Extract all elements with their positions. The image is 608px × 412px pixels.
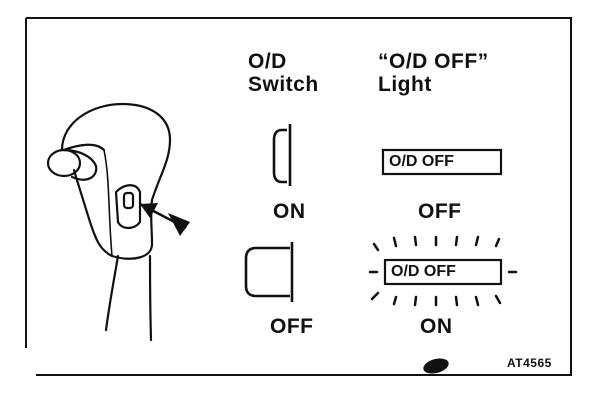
arrow-pointer-icon bbox=[139, 202, 190, 236]
ink-blot bbox=[423, 358, 449, 374]
light-column-header: “O/D OFF” Light bbox=[378, 50, 489, 96]
shift-lever-icon bbox=[46, 102, 172, 342]
light-panel-text: O/D OFF bbox=[391, 263, 456, 280]
light-state-label: OFF bbox=[418, 200, 462, 223]
frame-border bbox=[26, 17, 572, 376]
switch-pushed-icon bbox=[272, 124, 292, 186]
indicator-light-icon bbox=[381, 148, 503, 176]
switch-header-line2: Switch bbox=[248, 73, 319, 96]
switch-state-label: ON bbox=[273, 200, 306, 223]
switch-released-icon bbox=[244, 242, 294, 302]
switch-state-label: OFF bbox=[270, 315, 314, 338]
switch-header-line1: O/D bbox=[248, 50, 287, 73]
light-state-label: ON bbox=[420, 315, 453, 338]
light-panel-text: O/D OFF bbox=[389, 153, 454, 170]
switch-column-header: O/D Switch bbox=[248, 50, 319, 96]
light-header-line2: Light bbox=[378, 73, 432, 96]
indicator-light-icon bbox=[383, 258, 503, 286]
figure-reference: AT4565 bbox=[507, 356, 552, 370]
light-header-line1: “O/D OFF” bbox=[378, 50, 489, 73]
light-rays-icon bbox=[368, 235, 518, 307]
